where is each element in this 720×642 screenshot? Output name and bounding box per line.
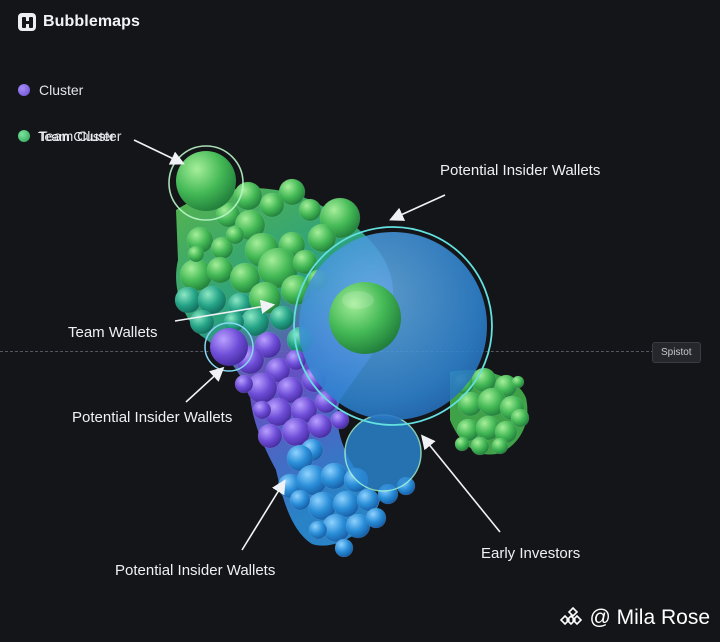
watermark: @ Mila Rose [559, 606, 710, 630]
wallet-bubble[interactable] [276, 376, 304, 404]
wallet-bubble[interactable] [320, 462, 348, 490]
wallet-bubble[interactable] [206, 256, 234, 284]
label-insider-top: Potential Insider Wallets [440, 162, 601, 179]
wallet-bubble[interactable] [298, 198, 322, 222]
insider-left-bubble[interactable] [204, 322, 254, 372]
legend-team-cluster-callout: Team Cluster [38, 129, 115, 144]
wallet-bubble[interactable] [174, 286, 202, 314]
threshold-tag[interactable]: Spistot [652, 342, 701, 363]
wallet-bubble[interactable] [307, 223, 337, 253]
wallet-bubble[interactable] [225, 225, 245, 245]
wallet-bubble[interactable] [233, 181, 263, 211]
wallet-bubble[interactable] [308, 520, 328, 540]
arrow-team-cluster [133, 139, 185, 165]
wallet-bubble[interactable] [454, 436, 470, 452]
arrow-insider-top [389, 194, 446, 221]
wallet-bubble[interactable] [252, 400, 272, 420]
wallet-bubble[interactable] [511, 375, 525, 389]
wallet-bubble[interactable] [229, 262, 261, 294]
wallet-bubble[interactable] [332, 490, 360, 518]
wallet-bubble[interactable] [365, 507, 387, 529]
wallet-bubble[interactable] [491, 437, 509, 455]
bubblemaps-logo-icon [18, 13, 36, 31]
label-team-wallets: Team Wallets [68, 324, 158, 341]
wallet-bubble[interactable] [334, 538, 354, 558]
insider-left-core [210, 328, 248, 366]
team-cluster-ring [168, 145, 244, 221]
arrow-early-investors [420, 434, 501, 533]
wallet-bubble[interactable] [510, 408, 530, 428]
legend-label: Cluster [39, 82, 84, 98]
wallet-bubble[interactable] [307, 413, 333, 439]
legend-item-team-cluster[interactable]: Team Cluster [18, 128, 121, 144]
wallet-bubble[interactable] [265, 357, 291, 383]
label-early-investors: Early Investors [481, 545, 581, 562]
wallet-bubble[interactable] [278, 178, 306, 206]
team-cluster-bubble[interactable] [168, 145, 244, 221]
early-investors-circle [344, 414, 422, 492]
wallet-bubbles[interactable] [174, 178, 530, 558]
wallet-bubble[interactable] [187, 245, 205, 263]
arrow-team-wallets [174, 299, 276, 322]
team-cluster-core [176, 151, 236, 211]
legend-item-cluster[interactable]: Cluster [18, 82, 83, 98]
app-header: Bubblemaps [18, 10, 140, 34]
binance-diamond-icon [560, 606, 583, 626]
bubble-highlight [342, 291, 374, 309]
watermark-text: @ Mila Rose [589, 606, 710, 629]
wallet-bubble[interactable] [356, 488, 380, 512]
arrow-insider-left [185, 366, 225, 403]
label-insider-bottom: Potential Insider Wallets [115, 562, 276, 579]
team-wallets-bubble[interactable] [329, 282, 401, 354]
arrow-insider-bottom [241, 479, 286, 551]
legend-label: Team Cluster [39, 128, 122, 144]
wallet-bubble[interactable] [189, 309, 215, 335]
wallet-bubble[interactable] [254, 331, 282, 359]
wallet-bubble[interactable] [470, 436, 490, 456]
annotation-arrows [133, 139, 501, 551]
app-title: Bubblemaps [43, 13, 141, 30]
wallet-bubble[interactable] [330, 410, 350, 430]
insider-left-ring [204, 322, 254, 372]
cluster-dot-icon [18, 84, 30, 96]
team-cluster-dot-icon [18, 130, 30, 142]
insider-top-ring [293, 226, 493, 426]
wallet-bubble[interactable] [234, 374, 254, 394]
wallet-bubble[interactable] [289, 489, 311, 511]
wallet-bubble[interactable] [292, 249, 318, 275]
wallet-bubble[interactable] [259, 192, 285, 218]
wallet-bubble[interactable] [197, 285, 227, 315]
insider-top-bubble[interactable] [293, 226, 493, 426]
wallet-bubble[interactable] [240, 307, 270, 337]
early-investors-bubble[interactable] [344, 414, 422, 492]
wallet-bubble[interactable] [257, 423, 283, 449]
wallet-bubble[interactable] [269, 305, 295, 331]
wallet-bubble[interactable] [179, 258, 213, 292]
label-insider-left: Potential Insider Wallets [72, 409, 233, 426]
